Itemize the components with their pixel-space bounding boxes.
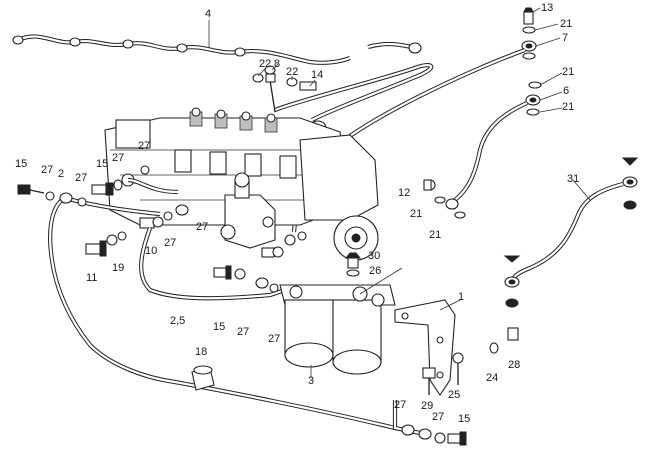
callout-18: 18 (195, 346, 207, 358)
callout-28: 28 (508, 359, 520, 371)
callout-15: 15 (15, 158, 27, 170)
callout-13: 13 (541, 2, 553, 14)
callout-27: 27 (394, 399, 406, 411)
callout-25: 25 (448, 389, 460, 401)
callout-21: 21 (429, 229, 441, 241)
injection-pump-body (104, 107, 379, 261)
leak-pipe-8 (252, 63, 434, 136)
callout-15: 15 (458, 413, 470, 425)
callout-8: 8 (274, 58, 280, 70)
pipe-6 (423, 81, 542, 219)
pipe-25-fittings (213, 265, 279, 293)
fuel-filter-3 (279, 252, 396, 375)
callout-27: 27 (41, 164, 53, 176)
callout-27: 27 (75, 172, 87, 184)
bolt-11-washer-19 (85, 231, 127, 257)
callout-2: 2 (58, 168, 64, 180)
callout-27: 27 (237, 326, 249, 338)
callout-27: 27 (164, 237, 176, 249)
bracket-hardware (422, 327, 519, 395)
callout-15: 15 (213, 321, 225, 333)
callout-1: 1 (458, 291, 464, 303)
callout-12: 12 (398, 187, 410, 199)
callout-21: 21 (560, 18, 572, 30)
callout-24: 24 (486, 372, 498, 384)
callout-3: 3 (308, 375, 314, 387)
callout-26: 26 (369, 265, 381, 277)
callout-27: 27 (432, 411, 444, 423)
callout-27: 27 (196, 221, 208, 233)
callout-labels: 4 13 21 7 22 8 22 14 21 6 21 15 27 2 27 … (15, 2, 579, 425)
fitting-10 (139, 204, 286, 301)
banjo-bolts-15-27 (91, 165, 179, 196)
callout-7: 7 (562, 32, 568, 44)
pump-side-fittings (261, 231, 307, 258)
callout-21: 21 (562, 101, 574, 113)
callout-29: 29 (421, 400, 433, 412)
lower-pipe-end-fittings (392, 400, 467, 446)
callout-30: 30 (368, 250, 380, 262)
callout-11: 11 (86, 272, 97, 284)
pipe-31 (503, 157, 639, 308)
callout-27: 27 (138, 140, 150, 152)
clip-18 (191, 365, 215, 391)
callout-6: 6 (563, 85, 569, 97)
callout-2-5: 2,5 (170, 315, 185, 327)
callout-31: 31 (567, 173, 579, 185)
banjo-bolt-13-assembly (521, 7, 537, 60)
callout-27: 27 (112, 152, 124, 164)
leader-lines (208, 7, 591, 378)
callout-4: 4 (205, 8, 211, 20)
callout-22: 22 (259, 58, 271, 70)
callout-14: 14 (311, 69, 323, 81)
callout-21: 21 (562, 66, 574, 78)
callout-21: 21 (410, 208, 422, 220)
bracket-1 (394, 299, 456, 396)
callout-10: 10 (145, 245, 157, 257)
callout-27: 27 (268, 333, 280, 345)
callout-15: 15 (96, 158, 108, 170)
callout-22: 22 (286, 66, 298, 78)
leak-off-pipe-4 (12, 34, 422, 65)
callout-19: 19 (112, 262, 124, 274)
